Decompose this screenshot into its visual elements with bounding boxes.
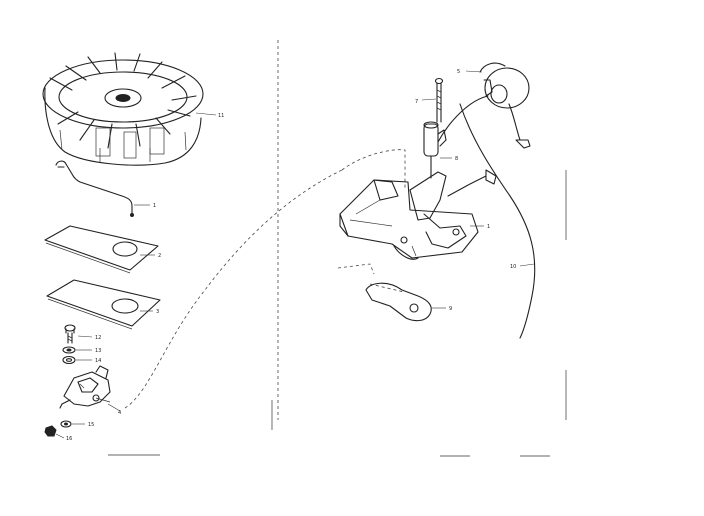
callout-2: 2 (158, 253, 161, 259)
callout-13: 13 (95, 348, 101, 354)
wire-lead-icon (459, 103, 536, 339)
screw-icon (434, 77, 444, 123)
bracket-icon (59, 365, 111, 409)
flywheel-icon (42, 52, 204, 166)
breaker-plate-icon (339, 171, 487, 260)
callout-8: 8 (455, 156, 458, 162)
gasket-icon (46, 279, 161, 330)
callout-3: 3 (156, 309, 159, 315)
washer-icon (62, 355, 76, 365)
spring-clip-icon (55, 160, 134, 217)
callout-9: 9 (449, 306, 452, 312)
callout-14: 14 (95, 358, 101, 364)
callout-1: 1 (153, 203, 156, 209)
gasket-icon (44, 225, 159, 274)
ignition-coil-icon (479, 62, 531, 149)
washer-icon (62, 346, 76, 354)
assembly-link (124, 169, 343, 409)
callout-12: 12 (95, 335, 101, 341)
callout-11: 11 (218, 113, 224, 119)
callout-4: 4 (118, 410, 121, 416)
callout-15: 15 (88, 422, 94, 428)
callout-7: 7 (415, 99, 418, 105)
nut-icon (44, 425, 57, 437)
callout-1-right: 1 (487, 224, 490, 230)
callout-5: 5 (457, 69, 460, 75)
callout-16: 16 (66, 436, 72, 442)
screw-icon (64, 324, 76, 344)
nut-icon (60, 420, 72, 428)
cam-plate-icon (365, 282, 432, 322)
callout-10: 10 (510, 264, 516, 270)
condenser-icon (423, 95, 489, 179)
